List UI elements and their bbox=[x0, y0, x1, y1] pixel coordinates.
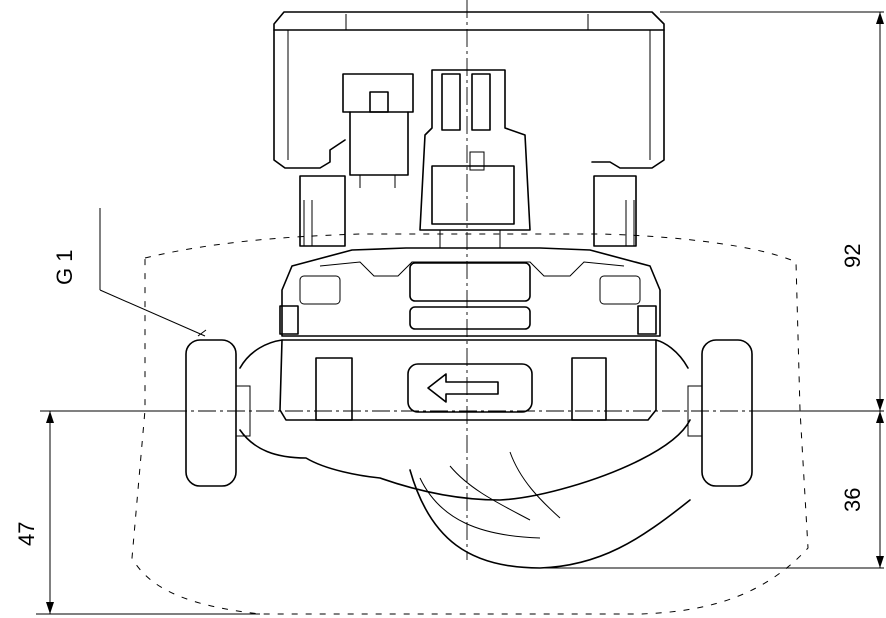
dim-total-height: 92 bbox=[840, 244, 865, 268]
dim-lower-height: 36 bbox=[840, 488, 865, 512]
thread-label: G 1 bbox=[52, 250, 77, 285]
dim-line-total bbox=[660, 11, 884, 412]
stator-housing bbox=[299, 175, 637, 247]
envelope-outline bbox=[131, 233, 809, 615]
left-connector bbox=[342, 73, 414, 188]
dim-line-left bbox=[36, 410, 260, 615]
center-lines bbox=[140, 0, 805, 560]
outlet-flange bbox=[687, 339, 753, 487]
inlet-flange bbox=[185, 329, 251, 487]
thread-leader bbox=[99, 208, 206, 337]
control-box bbox=[279, 247, 661, 337]
motor-head bbox=[273, 11, 665, 169]
pump-body bbox=[279, 339, 657, 421]
central-connector bbox=[419, 69, 531, 248]
dim-line-lower bbox=[530, 411, 884, 569]
volute bbox=[239, 339, 691, 569]
dim-left-height: 47 bbox=[14, 522, 39, 546]
